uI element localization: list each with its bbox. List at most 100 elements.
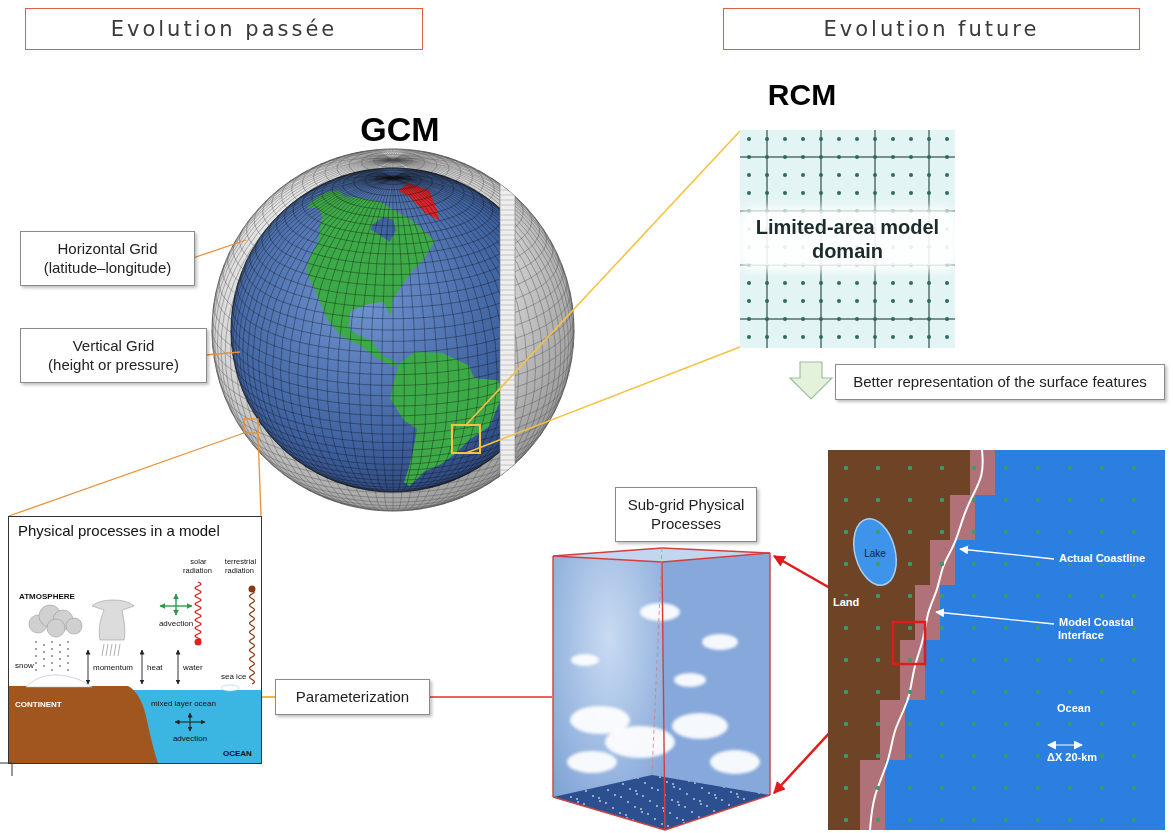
sub-grid-cube	[743, 798, 745, 800]
sub-grid-cube	[662, 562, 665, 830]
sub-grid-cube	[669, 812, 671, 814]
sub-grid-cube	[558, 773, 560, 775]
sub-grid-cube	[755, 821, 757, 823]
label-holder: Lake	[863, 548, 887, 560]
sub-grid-cube	[571, 654, 599, 666]
shell-cut-face	[500, 480, 515, 481]
sub-grid-cube	[667, 825, 669, 827]
diagram-label: advection	[172, 734, 208, 743]
leader-line	[9, 433, 244, 516]
grid-panel	[783, 191, 787, 195]
sub-grid-cube	[552, 548, 770, 832]
physical-processes-illustration	[118, 644, 120, 656]
coast-map	[972, 594, 976, 598]
sub-grid-cube	[730, 791, 732, 793]
diagram-label: water	[182, 663, 204, 672]
coast-map	[940, 466, 944, 470]
grid-panel	[927, 281, 931, 285]
diagram-label: terrestrial radiation	[224, 557, 256, 575]
coast-map	[844, 498, 848, 502]
grid-panel	[837, 299, 841, 303]
grid-panel	[855, 137, 859, 141]
physical-processes-illustration	[195, 582, 201, 640]
sub-grid-cube	[627, 801, 629, 803]
grid-panel	[819, 335, 823, 339]
coast-map	[1004, 466, 1008, 470]
sub-grid-cube	[563, 791, 565, 793]
physical-processes-illustration	[9, 517, 261, 763]
shell-cut-face	[500, 215, 515, 216]
grid-panel	[837, 137, 841, 141]
sub-grid-cube	[631, 775, 633, 777]
coast-map	[844, 658, 848, 662]
sub-grid-cube	[598, 797, 600, 799]
sub-grid-cube	[737, 796, 739, 798]
coast-map	[1004, 818, 1008, 822]
coast-map	[1068, 594, 1072, 598]
grid-panel	[855, 281, 859, 285]
sub-grid-cube	[705, 821, 707, 823]
grid-panel	[873, 299, 877, 303]
sub-grid-cube	[736, 793, 738, 795]
shell-cut-face	[500, 270, 515, 271]
sub-grid-cube	[671, 799, 673, 801]
grid-panel	[783, 281, 787, 285]
grid-panel	[891, 299, 895, 303]
grid-panel	[801, 281, 805, 285]
sub-grid-cube	[696, 829, 698, 831]
diagram-label: advection	[158, 619, 194, 628]
shell-cut-face	[500, 140, 515, 520]
shell-cut-face	[500, 390, 515, 391]
grid-panel	[837, 191, 841, 195]
sub-grid-cube	[553, 815, 555, 817]
grid-panel	[801, 137, 805, 141]
sub-grid-cube	[573, 827, 575, 829]
sub-grid-cube	[592, 795, 594, 797]
physical-processes-illustration	[142, 650, 143, 684]
grid-panel	[765, 155, 769, 159]
sub-grid-cube	[753, 774, 755, 776]
coast-map	[940, 562, 944, 566]
coast-map	[893, 622, 925, 664]
physical-processes-illustration	[189, 713, 190, 731]
shell-cut-face	[500, 255, 515, 256]
sub-grid-cube	[657, 789, 659, 791]
callout-box: Vertical Grid (height or pressure)	[20, 328, 207, 383]
sub-grid-cube	[553, 556, 662, 562]
coast-map	[1132, 754, 1136, 758]
coast-map	[908, 498, 912, 502]
sub-grid-cube	[735, 809, 737, 811]
coast-map	[844, 466, 848, 470]
sub-grid-cube	[642, 795, 644, 797]
earth-core	[371, 217, 396, 242]
grid-panel	[801, 155, 805, 159]
diagram-label: Actual Coastline	[1058, 552, 1146, 564]
leader-line	[466, 347, 740, 453]
sub-grid-cube	[600, 784, 602, 786]
sub-grid-cube	[620, 796, 622, 798]
coast-map	[844, 562, 848, 566]
coast-map	[844, 722, 848, 726]
sub-grid-cube	[560, 820, 562, 822]
label-holder: water	[182, 663, 204, 672]
physical-processes-illustration	[249, 586, 256, 593]
sub-grid-cube	[582, 819, 584, 821]
section-header-text: Evolution passée	[111, 17, 338, 41]
coast-map	[1068, 722, 1072, 726]
diagram-label: ΔX 20-km	[1046, 751, 1098, 763]
sub-grid-cube	[731, 775, 733, 777]
label-holder: GCM	[359, 110, 440, 149]
physical-processes-illustration	[9, 517, 261, 763]
coast-map	[1132, 594, 1136, 598]
shell-cut-face	[500, 485, 515, 486]
grid-panel	[740, 156, 955, 158]
callout-box: Horizontal Grid (latitude–longitude)	[20, 231, 195, 286]
physical-processes-illustration	[51, 655, 53, 657]
coast-map	[1068, 786, 1072, 790]
sub-grid-cube	[572, 783, 574, 785]
grid-panel	[740, 130, 955, 348]
label-holder: mixed layer ocean	[150, 699, 217, 708]
